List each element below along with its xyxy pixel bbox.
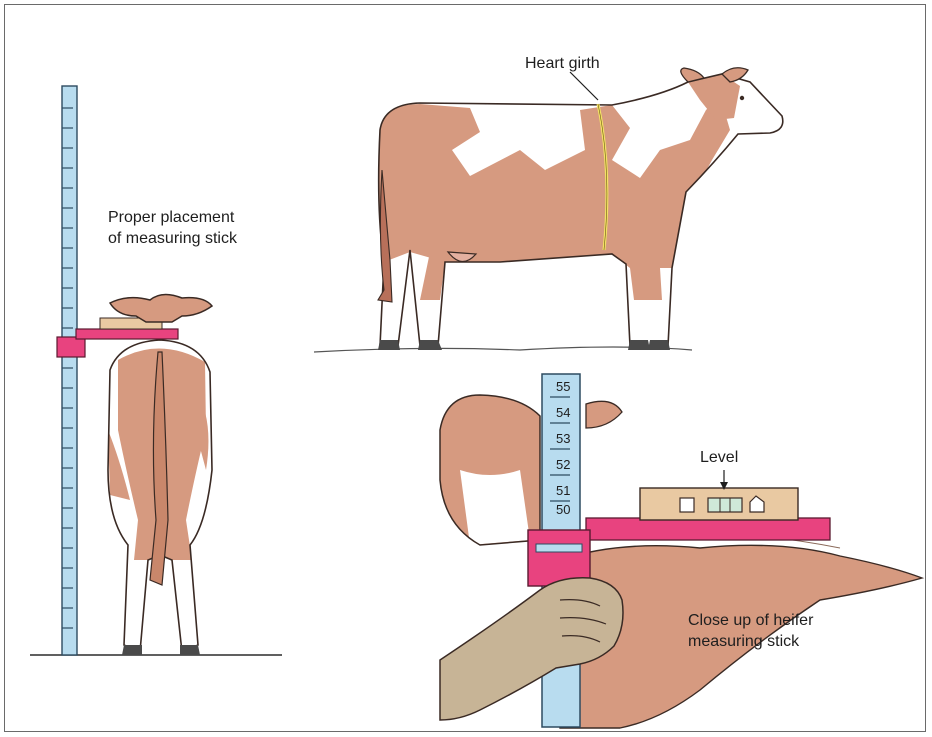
placement-caption-line2: of measuring stick (108, 228, 237, 249)
closeup-scene: 55 54 53 52 51 50 (430, 374, 922, 728)
level-window (680, 498, 694, 512)
stick-number: 52 (556, 457, 570, 472)
stick-number: 55 (556, 379, 570, 394)
cow-hoof (418, 340, 442, 350)
stick-number: 51 (556, 483, 570, 498)
level-tool (640, 470, 798, 520)
placement-caption: Proper placement of measuring stick (108, 207, 237, 249)
stick-number: 50 (556, 502, 570, 517)
left-scene (30, 86, 282, 660)
cow-side-view (314, 60, 800, 360)
hoof-right (180, 645, 200, 655)
crossbar-closeup (586, 518, 830, 540)
heart-girth-label: Heart girth (525, 53, 600, 74)
stick-number: 53 (556, 431, 570, 446)
closeup-caption-line2: measuring stick (688, 631, 813, 652)
placement-caption-line1: Proper placement (108, 207, 237, 228)
closeup-caption: Close up of heifer measuring stick (688, 610, 813, 652)
hoof-left (122, 645, 142, 655)
cow-hoof (378, 340, 400, 350)
stick-slider-pink (57, 337, 85, 357)
level-label: Level (700, 447, 738, 468)
stick-crossbar-pink (76, 329, 178, 339)
heifer-ear-closeup (586, 401, 622, 428)
level-bubble-vial (708, 498, 742, 512)
cow-hoof (628, 340, 650, 350)
cow-hoof (648, 340, 670, 350)
heifer-rear-view (100, 294, 220, 660)
stick-number: 54 (556, 405, 570, 420)
cow-eye (740, 96, 744, 100)
heart-girth-leader (570, 72, 598, 100)
closeup-caption-line1: Close up of heifer (688, 610, 813, 631)
slider-window (536, 544, 582, 552)
